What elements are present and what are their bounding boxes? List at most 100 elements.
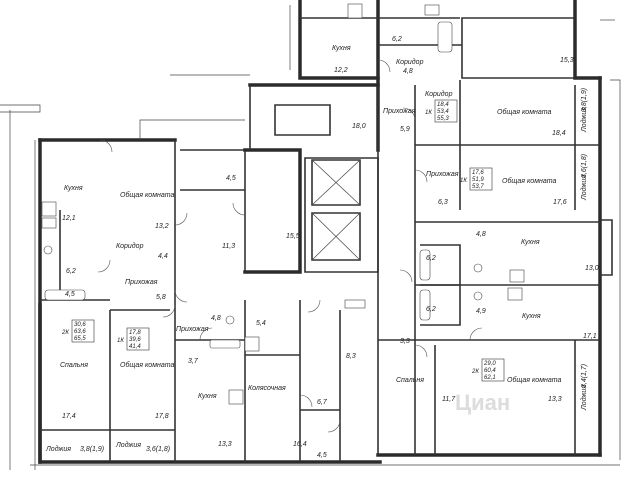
stove-icon [228,389,244,405]
toilet-icon [473,291,483,301]
room-area: 5,9 [400,126,410,133]
toilet-icon [225,315,235,325]
room-area: 13,0 [585,265,599,272]
room-area: 3,4(1,7) [581,364,588,388]
room-area: 17,4 [62,413,76,420]
stove-icon [347,3,363,19]
bathtub-icon [437,21,453,53]
room-name: Общая комната [120,361,174,369]
room-name: Кухня [521,239,540,246]
room-name: Кухня [64,185,83,192]
fixtures [41,3,525,405]
badge-line: 39,6 [129,337,141,343]
room-area: 4,5 [317,452,327,459]
room-area: 12,1 [62,215,76,222]
badge-line: 62,1 [484,375,496,381]
toilet-icon [473,263,483,273]
room-area: 17,8 [155,413,169,420]
badge-frame [71,319,95,343]
room-name: Прихожая [176,326,209,333]
room-name: Кухня [198,393,217,400]
badge-line: 17,8 [129,330,141,336]
badge-line: 30,6 [74,322,86,328]
badge-line: 17,6 [472,170,484,176]
room-name: Общая комната [120,191,174,199]
badge-type: 1К [425,110,432,116]
stove-icon [41,201,57,217]
room-area: 3,8(1,9) [80,446,104,453]
room-area: 4,4 [158,253,168,260]
sink-icon [424,4,440,16]
room-area: 4,5 [226,175,236,182]
room-name: Кухня [522,313,541,320]
room-area: 18,4 [552,130,566,137]
room-area: 18,0 [352,123,366,130]
room-name: Спальня [396,377,424,384]
room-name: Прихожая [125,279,158,286]
badge-type: 1К [460,178,467,184]
room-area: 13,3 [548,396,562,403]
room-area: 3,8(1,9) [581,88,588,112]
room-area: 11,3 [222,243,235,250]
badge-line: 41,4 [129,344,141,350]
room-name: Прихожая [383,108,416,115]
room-area: 16,4 [293,441,307,448]
badge-line: 55,3 [437,116,449,122]
watermark: Циан [455,390,510,415]
room-area: 3,3 [400,338,410,345]
stove-icon [344,299,366,309]
room-area: 4,8 [211,315,221,322]
room-name: Общая комната [507,376,561,384]
room-area: 12,2 [334,67,348,74]
apartment-badges: 2К 30,663,665,5 1К 17,839,641,4 1К18,453,455… [61,99,505,382]
stove-icon [507,287,523,301]
room-area: 8,3 [346,353,356,360]
room-area: 4,5 [65,291,75,298]
doors [97,59,483,433]
room-area: 17,6 [553,199,567,206]
sink-icon [41,217,57,229]
walls [38,0,613,464]
room-area: 5,8 [156,294,166,301]
room-name: Колясочная [248,385,286,392]
room-area: 5,4 [256,320,266,327]
room-name: Коридор [396,58,424,66]
badge-frame [434,99,458,123]
room-area: 6,3 [438,199,448,206]
sink-icon [244,336,260,352]
room-name: Лоджия [580,385,588,411]
badge-line: 63,6 [74,329,86,335]
room-name: Кухня [332,45,351,52]
apartment-badge: 1К 17,839,641,4 [117,327,150,351]
room-area: 15,5 [286,233,300,240]
exterior-lines [0,5,621,470]
room-area: 6,7 [317,399,328,406]
badge-frame [126,327,150,351]
room-name: Лоджия [580,175,588,201]
room-name: Лоджия [115,441,141,449]
badge-line: 51,9 [472,177,484,183]
room-area: 3,6(1,8) [581,154,588,178]
badge-line: 60,4 [484,368,496,374]
badge-frame [481,358,505,382]
room-name: Лоджия [580,107,588,133]
badge-line: 53,7 [472,184,484,190]
badge-frame [469,167,493,191]
badge-line: 65,5 [74,336,86,342]
room-area: 4,8 [476,231,486,238]
bathtub-icon [209,339,241,349]
badge-type: 2К [471,369,479,375]
room-name: Общая комната [497,108,551,116]
badge-line: 53,4 [437,109,449,115]
room-area: 6,2 [426,255,436,262]
room-name: Прихожая [426,171,459,178]
room-area: 3,6(1,8) [146,446,170,453]
room-area: 15,3 [560,57,574,64]
toilet-icon [43,245,53,255]
room-area: 11,7 [442,396,456,403]
room-area: 4,8 [403,68,413,75]
badge-type: 1К [117,338,124,344]
